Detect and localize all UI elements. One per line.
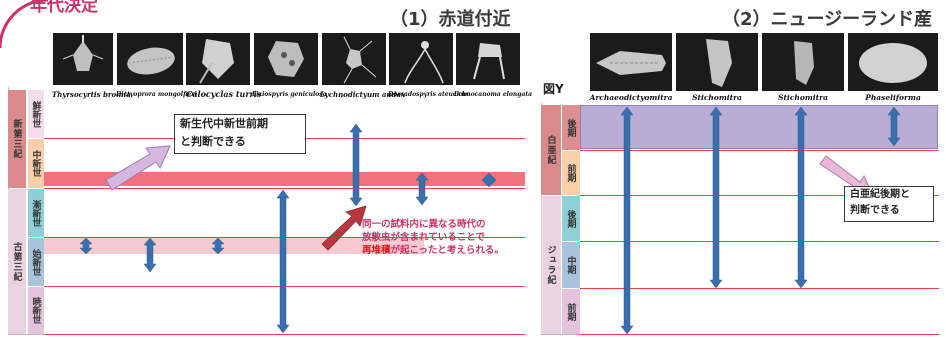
fossil-name: Calocyclas turris [186,89,262,99]
epoch-eocene: 始新世 [28,238,44,286]
range-arrow [79,123,497,334]
fossil-image-lixiospyris [254,33,318,85]
fossil-name: Dictyoprora mongolfieri [116,91,197,98]
boundary-line [580,288,939,289]
fossil-name: Dorcadospyris ateuchus [388,91,469,98]
fossil-name: Phaseliforma [865,93,921,102]
fossil-image-stichomitra-2 [762,33,844,91]
fossil-name: Lixiospyris geniculosa [252,91,327,98]
callout-late-cretaceous: 白亜紀後期と 判断できる [844,186,934,222]
boundary-line [580,150,939,151]
era-jurassic: ジュラ紀 [541,196,561,334]
period-early-jurassic: 前期 [562,289,580,334]
callout-line: 新生代中新世前期 [180,117,268,130]
reworking-line: 同一の試料内に異なる時代の [362,219,486,230]
miocene-band [44,172,525,186]
callout-line: 判断できる [850,205,900,216]
fossil-name: Lychnodictyum audax [320,90,406,99]
corner-title: 年代決定 [30,0,98,16]
range-arrow [620,106,901,335]
fossil-image-archaeodictyomitra [590,33,672,91]
callout-line: 白亜紀後期と [850,189,910,200]
fossil-image-lychnodictyum [322,33,386,85]
fossil-name: Lchnocanoma elongata [454,91,533,98]
left-panel-title: （1）赤道付近 [390,9,511,30]
epoch-miocene: 中新世 [28,139,44,188]
boundary-line [44,334,525,335]
period-late-cretaceous: 後期 [562,105,580,150]
boundary-line [580,195,939,196]
reworking-highlight: 再堆積 [362,245,391,256]
corner-arc [0,0,49,49]
epoch-oligocene: 漸新世 [28,189,44,237]
fossil-name: Stichomitra [778,93,828,102]
fossil-image-phaseliforma [848,33,938,91]
boundary-line [44,188,525,189]
fossil-image-stichomitra-1 [676,33,758,91]
era-cretaceous: 白亜紀 [541,105,561,195]
callout-line: と判断できる [180,135,246,148]
figure-label: 図Y [543,82,564,96]
era-neogene: 新第三紀 [8,90,26,188]
period-early-cretaceous: 前期 [562,151,580,195]
fossil-name: Stichomitra [692,93,742,102]
fossil-name: Archaeodictyomitra [589,93,673,102]
fossil-image-lchnocanoma [456,33,520,85]
epoch-pliocene: 鮮新世 [28,90,44,138]
late-cretaceous-band [580,105,938,149]
reworking-rest: が起こったと考えられる。 [390,245,504,256]
fossil-image-dorcadospyris [389,33,453,85]
epoch-paleocene: 暁新世 [28,287,44,334]
callout-arrow-red [321,205,367,251]
reworking-line: 再堆積が起こったと考えられる。 [362,244,504,257]
callout-reworking: 同一の試料内に異なる時代の 放散虫が含まれていることで 再堆積が起こったと考えら… [362,218,504,257]
fossil-name: Thyrsocyrtis bromia [52,90,131,99]
callout-arrow [105,145,171,191]
right-panel-title: （2）ニュージーランド産 [722,9,933,30]
boundary-line [580,241,939,242]
era-paleogene: 古第三紀 [8,189,26,334]
period-late-jurassic: 後期 [562,196,580,241]
fossil-image-calocyclas [186,33,250,85]
period-middle-jurassic: 中期 [562,242,580,288]
callout-miocene: 新生代中新世前期 と判断できる [174,114,306,154]
reworking-line: 放散虫が含まれていることで [362,232,485,243]
boundary-line [580,334,939,335]
fossil-image-thyrsocyrtis [53,33,113,85]
fossil-image-dictyoprora [117,33,183,85]
